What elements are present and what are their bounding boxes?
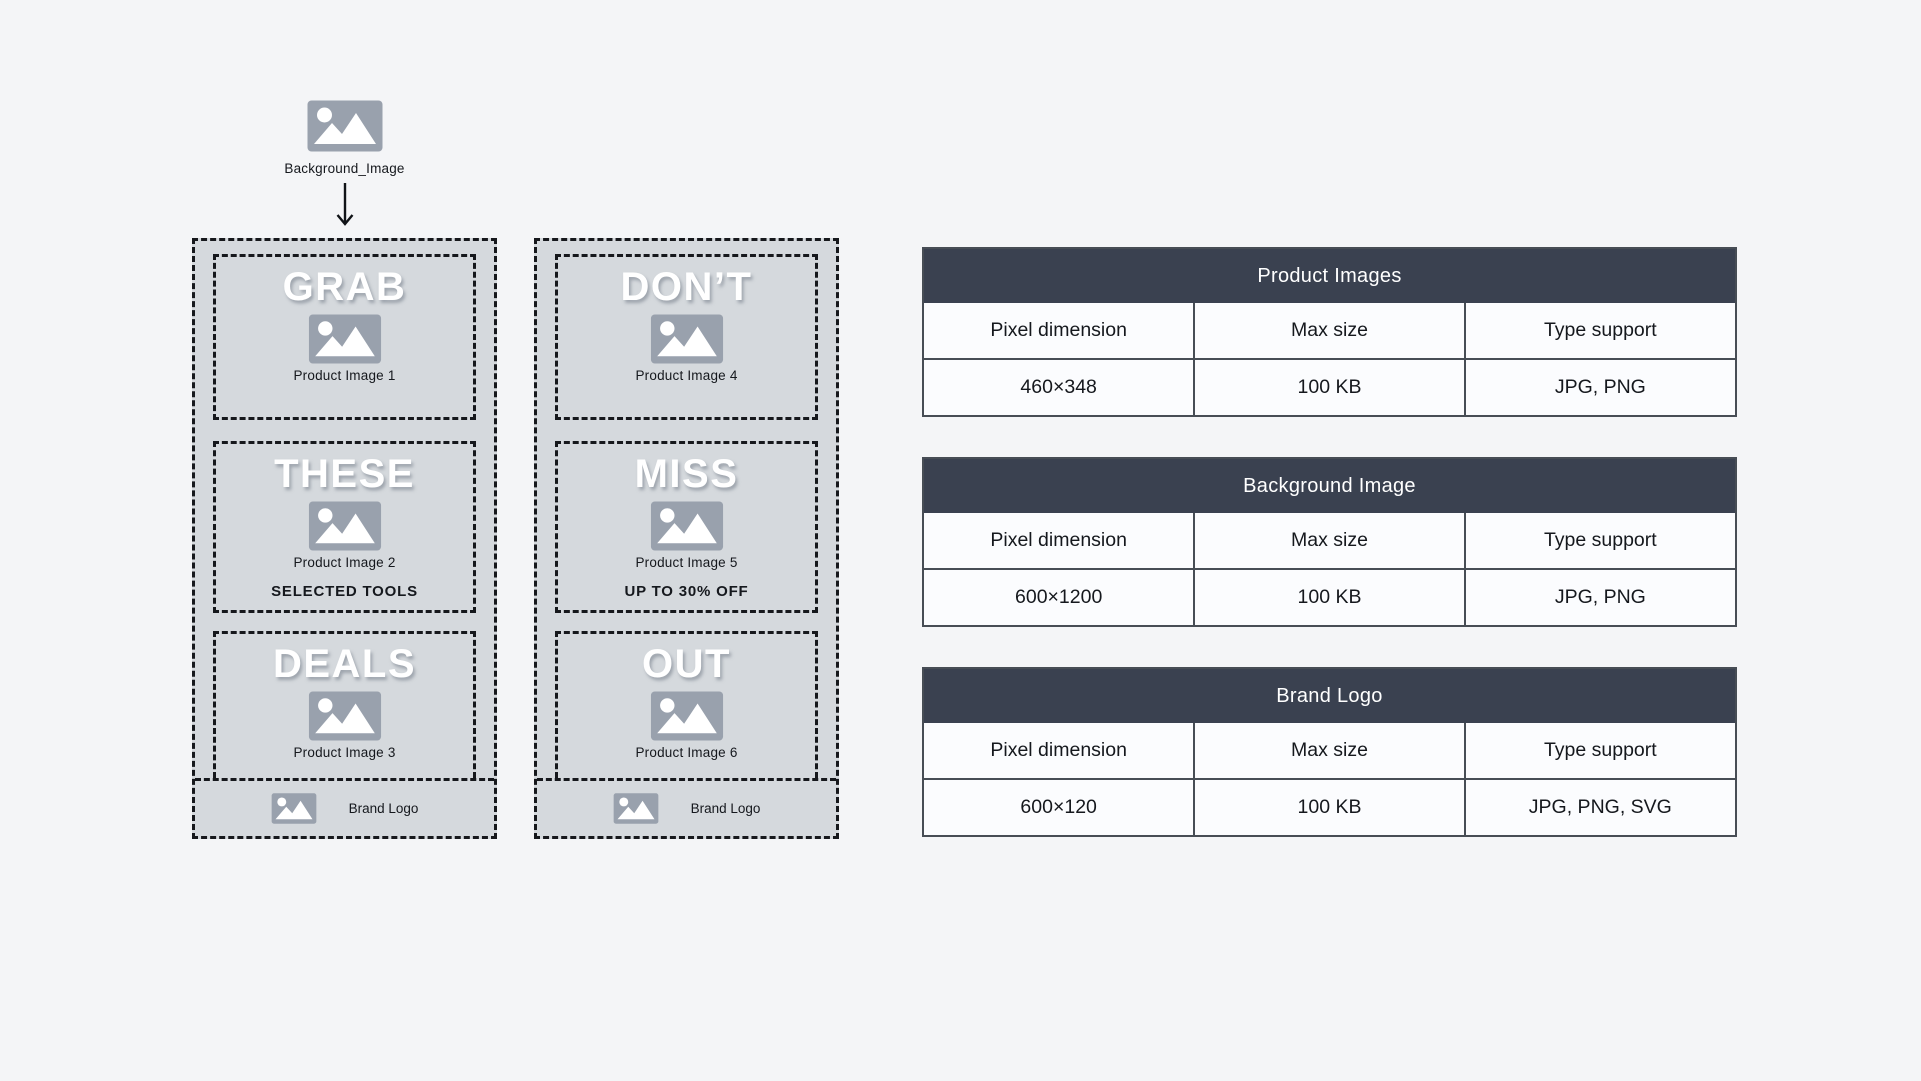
table-title: Brand Logo [924,669,1735,723]
ad-section: MISS Product Image 5 UP TO 30% OFF [555,441,818,613]
column-header: Max size [1194,303,1465,358]
ad-section: DEALS Product Image 3 [213,631,476,778]
table-cell-type-support: JPG, PNG [1465,359,1735,415]
headline-text: GRAB [282,265,407,309]
wireframe-panel-2: DON’T Product Image 4 MISS Product Image… [534,238,839,839]
arrow-down-icon [336,183,353,226]
image-placeholder-icon [650,691,724,741]
image-placeholder-icon [650,314,724,364]
image-placeholder-icon [308,501,382,551]
image-slot-label: Product Image 2 [293,555,396,570]
column-header: Max size [1194,513,1465,568]
ad-section: OUT Product Image 6 [555,631,818,778]
ad-section: THESE Product Image 2 SELECTED TOOLS [213,441,476,613]
image-slot-label: Product Image 5 [635,555,738,570]
table-cell-pixel-dimension: 460×348 [924,359,1194,415]
spec-table-brand-logo: Brand Logo Pixel dimension Max size Type… [922,667,1737,837]
tagline-text: UP TO 30% OFF [624,583,749,600]
headline-text: THESE [274,452,415,496]
column-header: Pixel dimension [924,303,1194,358]
brand-logo-row: Brand Logo [195,778,494,836]
column-header: Pixel dimension [924,513,1194,568]
image-placeholder-icon [308,691,382,741]
background-image-source: Background_Image [192,100,497,229]
table-cell-type-support: JPG, PNG, SVG [1465,779,1735,835]
table-cell-pixel-dimension: 600×120 [924,779,1194,835]
headline-text: OUT [642,642,731,686]
spec-table-background-image: Background Image Pixel dimension Max siz… [922,457,1737,627]
ad-section: GRAB Product Image 1 [213,254,476,420]
brand-logo-row: Brand Logo [537,778,836,836]
table-cell-max-size: 100 KB [1194,569,1465,625]
ad-section: DON’T Product Image 4 [555,254,818,420]
brand-logo-icon [613,793,659,824]
image-slot-label: Product Image 3 [293,745,396,760]
image-slot-label: Product Image 1 [293,368,396,383]
image-slot-label: Product Image 4 [635,368,738,383]
column-header: Type support [1465,513,1735,568]
headline-text: DON’T [620,265,753,309]
table-grid: Pixel dimension Max size Type support 60… [924,723,1735,835]
image-placeholder-icon [650,501,724,551]
image-slot-label: Product Image 6 [635,745,738,760]
column-header: Type support [1465,723,1735,778]
table-title: Product Images [924,249,1735,303]
headline-text: MISS [634,452,739,496]
table-cell-max-size: 100 KB [1194,359,1465,415]
table-cell-pixel-dimension: 600×1200 [924,569,1194,625]
column-header: Max size [1194,723,1465,778]
tagline-text: SELECTED TOOLS [271,583,418,600]
column-header: Pixel dimension [924,723,1194,778]
wireframe-panel-1: GRAB Product Image 1 THESE Product Image… [192,238,497,839]
table-cell-type-support: JPG, PNG [1465,569,1735,625]
table-grid: Pixel dimension Max size Type support 46… [924,303,1735,415]
table-grid: Pixel dimension Max size Type support 60… [924,513,1735,625]
spec-table-product-images: Product Images Pixel dimension Max size … [922,247,1737,417]
table-cell-max-size: 100 KB [1194,779,1465,835]
headline-text: DEALS [272,642,417,686]
source-label: Background_Image [284,161,405,176]
column-header: Type support [1465,303,1735,358]
brand-logo-label: Brand Logo [690,801,761,816]
brand-logo-icon [271,793,317,824]
image-placeholder-icon [307,100,383,152]
image-placeholder-icon [308,314,382,364]
table-title: Background Image [924,459,1735,513]
brand-logo-label: Brand Logo [348,801,419,816]
